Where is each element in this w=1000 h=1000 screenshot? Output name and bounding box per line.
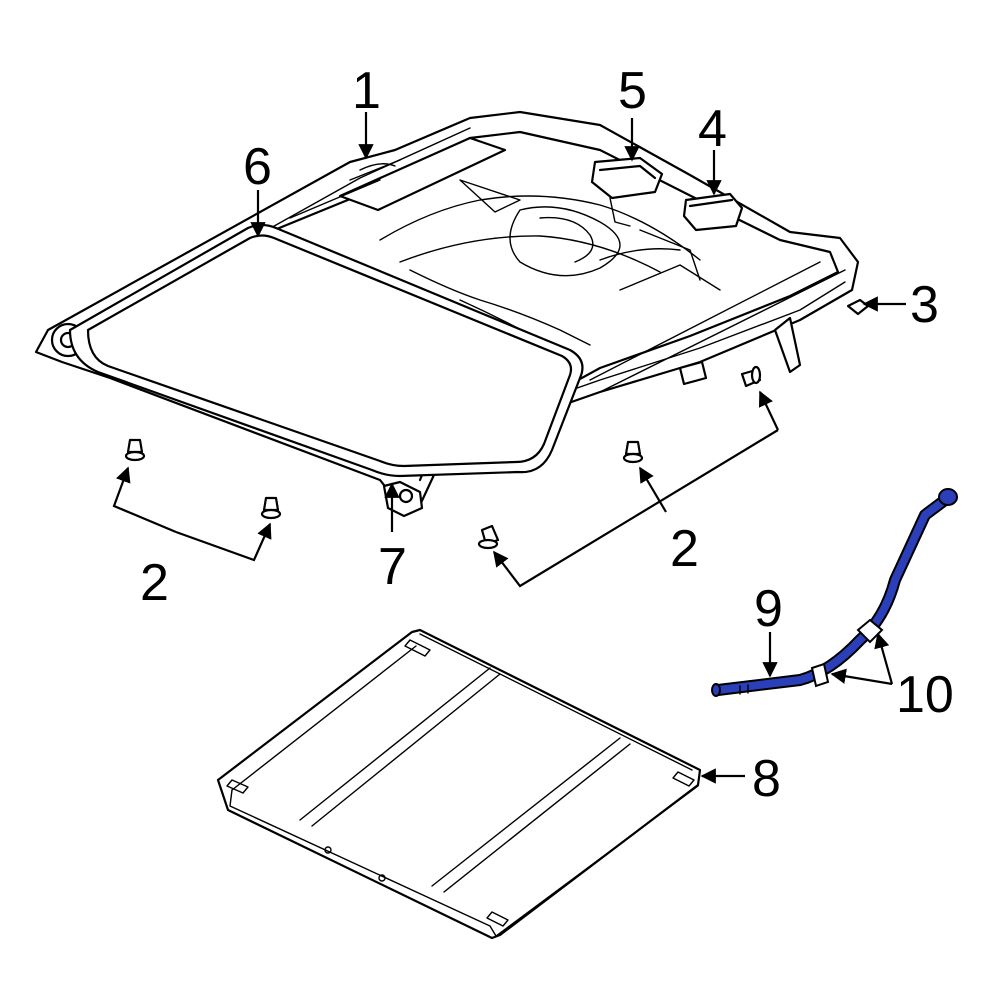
plug bbox=[846, 298, 870, 316]
callout-8: 8 bbox=[752, 750, 781, 808]
hose-clamp-1 bbox=[810, 662, 830, 688]
clip-1 bbox=[124, 438, 146, 462]
retaining-clips bbox=[124, 365, 762, 550]
callout-3: 3 bbox=[910, 276, 939, 334]
callout-labels: 1 5 4 6 3 7 2 2 8 9 10 bbox=[140, 62, 954, 808]
callout-2-right: 2 bbox=[670, 520, 699, 578]
sunshade-panel bbox=[216, 628, 702, 940]
clip-3 bbox=[622, 440, 644, 464]
drain-hose bbox=[711, 488, 958, 697]
glass-panel bbox=[68, 223, 584, 478]
control-module bbox=[682, 192, 744, 232]
sunroof-motor bbox=[590, 156, 664, 227]
leader-lines bbox=[112, 112, 906, 784]
clip-4 bbox=[477, 524, 500, 550]
callout-1: 1 bbox=[352, 62, 381, 120]
callout-5: 5 bbox=[618, 62, 647, 120]
clip-5 bbox=[740, 365, 762, 388]
callout-6: 6 bbox=[243, 138, 272, 196]
callout-7: 7 bbox=[378, 538, 407, 596]
callout-4: 4 bbox=[698, 100, 727, 158]
hose-clamp-2 bbox=[856, 618, 884, 644]
callout-9: 9 bbox=[754, 580, 783, 638]
clip-2 bbox=[260, 496, 282, 520]
callout-10: 10 bbox=[896, 666, 954, 724]
callout-2-left: 2 bbox=[140, 554, 169, 612]
